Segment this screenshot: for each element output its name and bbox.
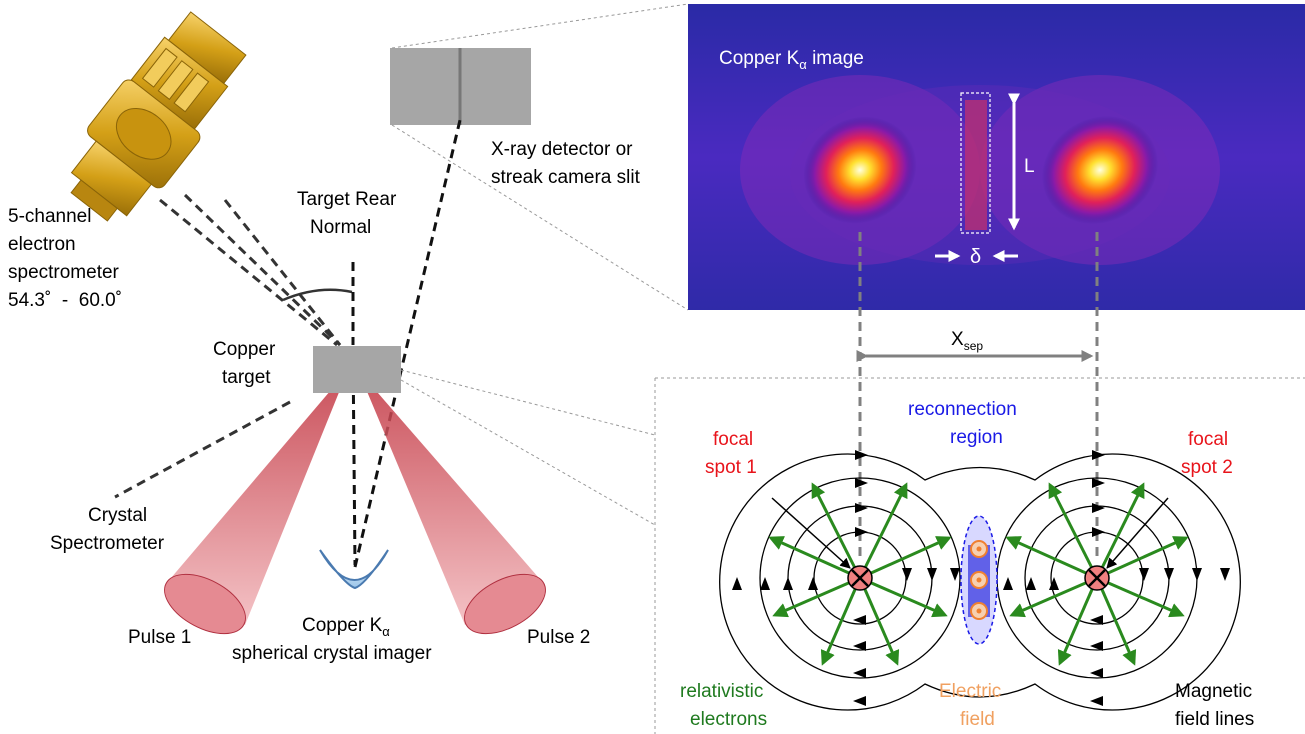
spectrometer-label-1: 5-channel (8, 206, 91, 227)
reconnection-label-2: region (950, 427, 1003, 448)
focal-spot-1-glow (803, 116, 917, 224)
electron-spectrometer-illustration (70, 11, 247, 222)
angle-arc (282, 288, 353, 302)
schematic-labels: focal spot 1 focal spot 2 reconnection r… (680, 399, 1254, 730)
imager-detector-line (353, 119, 462, 568)
imager-label-1: Copper Kα (302, 615, 390, 639)
focal-spot-2-glow (1041, 115, 1159, 225)
copper-target (313, 346, 401, 393)
copper-target-label-1: Copper (213, 339, 276, 360)
field-schematic: focal spot 1 focal spot 2 reconnection r… (680, 399, 1254, 730)
reconnection-label-1: reconnection (908, 399, 1017, 420)
electrons-label-1: relativistic (680, 681, 763, 702)
crystal-spectrometer-label-2: Spectrometer (50, 533, 165, 554)
separation-label: Xsep (951, 329, 983, 353)
pulse-2-label: Pulse 2 (527, 627, 590, 648)
pulse-2-beam (358, 370, 546, 635)
spherical-crystal-imager (319, 549, 389, 590)
imager-label-2: spherical crystal imager (232, 643, 432, 664)
kalpha-image-panel: Copper Kα image L δ (688, 4, 1305, 310)
measurement-box (960, 92, 991, 234)
target-rear-label-1: Target Rear (297, 189, 397, 210)
spectrometer-angle-range: 54.3˚ - 60.0˚ (8, 290, 122, 311)
outer-field-line (719, 453, 1241, 711)
target-rear-label-2: Normal (310, 217, 371, 238)
crystal-spectrometer-label-1: Crystal (88, 505, 147, 526)
focal-spot-2-label-1: focal (1188, 429, 1228, 450)
electrons-label-2: electrons (690, 709, 767, 730)
reconnection-streak (965, 100, 987, 230)
detector-label-2: streak camera slit (491, 167, 641, 188)
electron-arrows (768, 482, 1189, 666)
focal-spot-1-label-1: focal (713, 429, 753, 450)
spectrometer-label-3: spectrometer (8, 262, 120, 283)
length-label: L (1024, 156, 1035, 177)
spectrometer-label-2: electron (8, 234, 76, 255)
copper-target-label-2: target (222, 367, 271, 388)
magnetic-field-label-2: field lines (1175, 709, 1254, 730)
spectrometer-sight-lines (159, 193, 342, 347)
zoom-guide-lines (391, 3, 1305, 734)
pulse-1-beam (164, 370, 348, 635)
crystal-spectrometer-line (114, 400, 291, 499)
pulse-1-label: Pulse 1 (128, 627, 191, 648)
focal-spot-1-label-2: spot 1 (705, 457, 757, 478)
kalpha-image-title: Copper Kα image (719, 48, 864, 72)
detector-label-1: X-ray detector or (491, 139, 633, 160)
magnetic-field-label-1: Magnetic (1175, 681, 1252, 702)
focal-spot-1-marker (847, 565, 873, 591)
electric-field-label-2: field (960, 709, 995, 730)
focal-spot-2-marker (1084, 565, 1110, 591)
width-label: δ (970, 246, 981, 268)
focal-spot-2-label-2: spot 2 (1181, 457, 1233, 478)
electric-field-label-1: Electric (939, 681, 1001, 702)
